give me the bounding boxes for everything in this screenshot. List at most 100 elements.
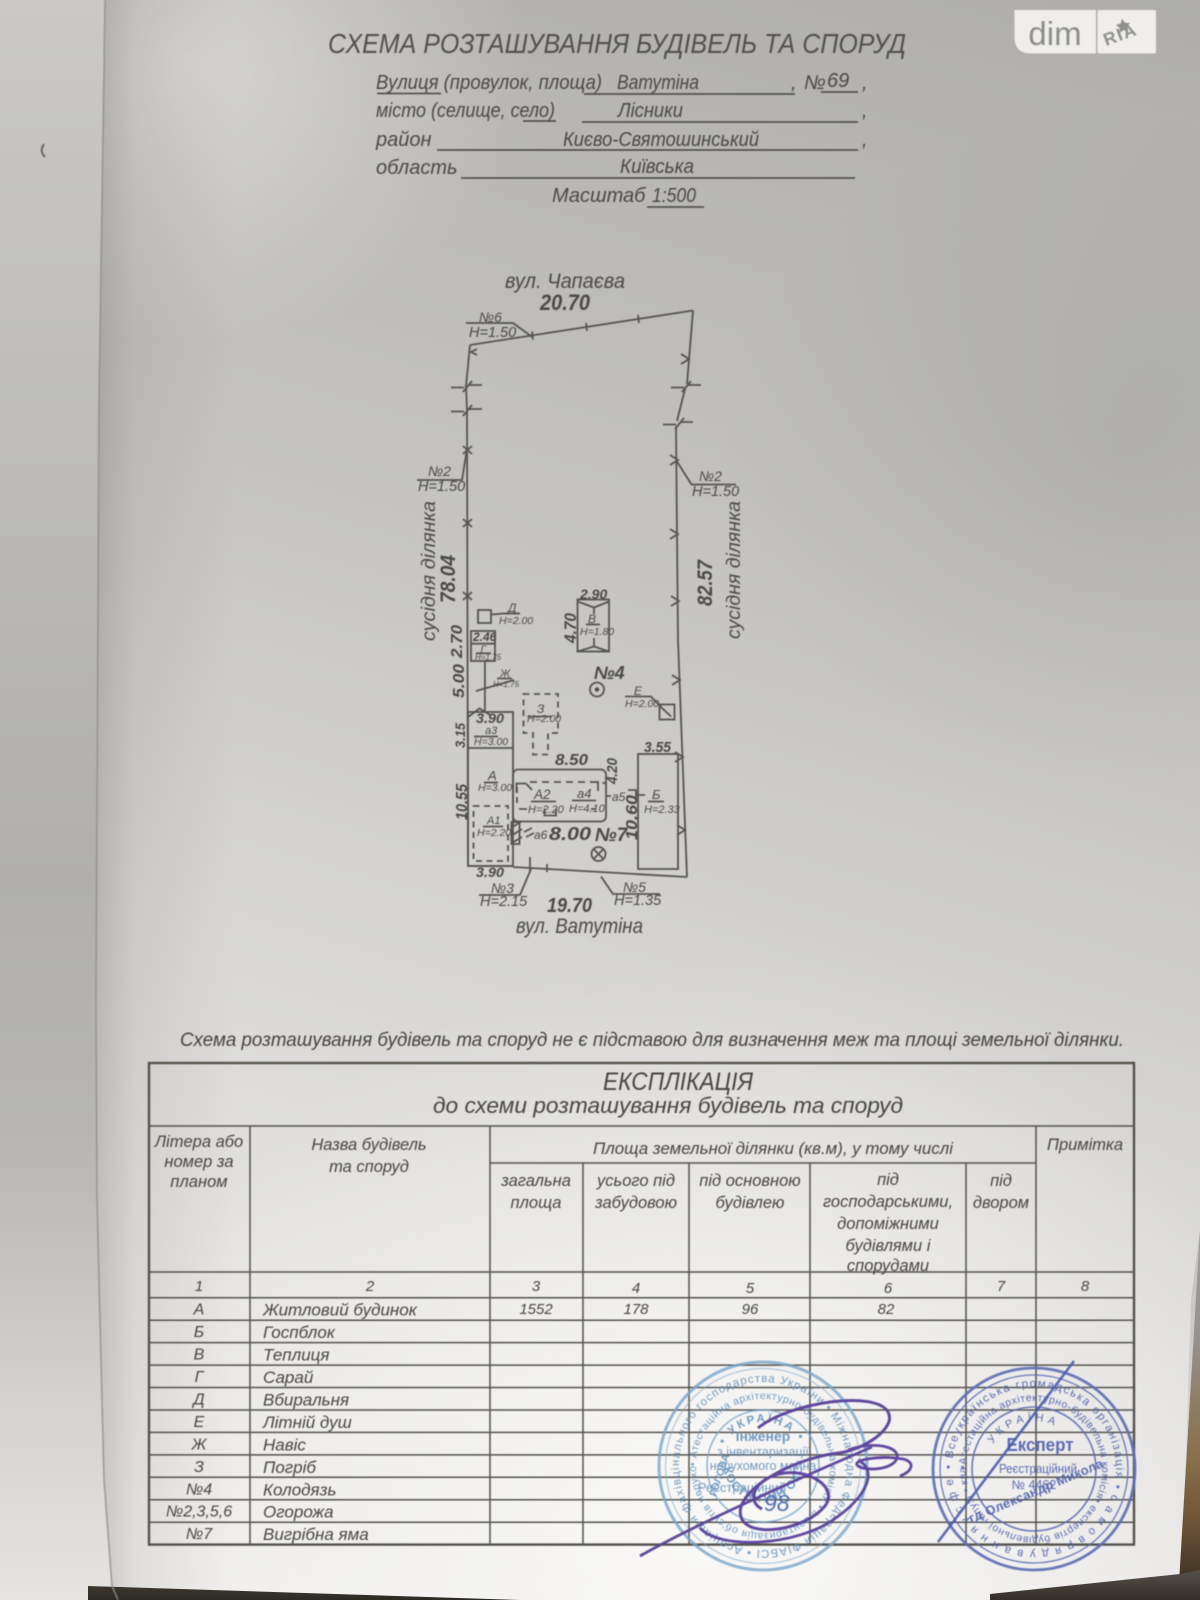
svg-text:гд Олександр Миколайович: гд Олександр Миколайович xyxy=(0,0,1106,1526)
svg-text:а5: а5 xyxy=(612,790,626,804)
svg-text:Г: Г xyxy=(481,645,488,656)
svg-text:№3: №3 xyxy=(491,880,514,896)
svg-text:№4: №4 xyxy=(594,663,625,683)
svg-text:Експерт: Експерт xyxy=(1007,1435,1074,1455)
svg-text:Н=1.50: Н=1.50 xyxy=(692,484,739,500)
svg-text:20.70: 20.70 xyxy=(539,290,591,315)
svg-text:Е: Е xyxy=(634,684,643,698)
svg-text:В: В xyxy=(194,1347,205,1364)
svg-text:№2: №2 xyxy=(699,468,722,484)
svg-text:178: 178 xyxy=(623,1301,649,1318)
svg-text:7: 7 xyxy=(997,1278,1006,1295)
svg-text:А: А xyxy=(487,768,497,783)
svg-text:Реєстраційний: Реєстраційний xyxy=(698,1480,786,1495)
svg-text:№2: №2 xyxy=(428,463,451,479)
svg-text:№2,3,5,6: №2,3,5,6 xyxy=(166,1504,232,1521)
svg-text:Вигрібна яма: Вигрібна яма xyxy=(263,1525,369,1544)
svg-text:Г: Г xyxy=(195,1369,205,1386)
svg-text:Н=1.75: Н=1.75 xyxy=(475,653,502,662)
svg-text:2.90: 2.90 xyxy=(579,586,607,602)
svg-text:Літера або: Літера або xyxy=(154,1133,243,1151)
svg-text:78.04: 78.04 xyxy=(437,555,460,603)
svg-text:2.70: 2.70 xyxy=(449,625,466,659)
svg-text:Навіс: Навіс xyxy=(263,1436,306,1455)
svg-text:район: район xyxy=(375,129,432,151)
svg-text:3: 3 xyxy=(532,1278,541,1295)
svg-text:• Всеукраїнська громадська орг: • Всеукраїнська громадська організація •… xyxy=(0,0,1124,1560)
svg-text:А: А xyxy=(193,1302,205,1319)
svg-text:2: 2 xyxy=(365,1278,375,1295)
svg-text:№7: №7 xyxy=(595,825,629,846)
svg-text:Житловий будинок: Житловий будинок xyxy=(262,1301,418,1320)
svg-text:до схеми розташування будівель: до схеми розташування будівель та споруд xyxy=(433,1093,903,1118)
svg-text:під: під xyxy=(877,1171,899,1189)
svg-text:усього під: усього під xyxy=(596,1172,675,1190)
svg-text:Н=1.50: Н=1.50 xyxy=(418,479,465,495)
svg-text:Н=2.20: Н=2.20 xyxy=(528,804,565,816)
svg-text:,: , xyxy=(791,72,797,94)
svg-text:№7: №7 xyxy=(186,1526,213,1543)
svg-text:А2: А2 xyxy=(533,787,551,802)
svg-text:загальна: загальна xyxy=(500,1172,571,1190)
svg-text:Ж: Ж xyxy=(191,1437,208,1454)
svg-text:98: 98 xyxy=(764,1490,790,1516)
svg-text:96: 96 xyxy=(742,1301,759,1318)
svg-text:8: 8 xyxy=(1081,1278,1090,1295)
svg-text:з інвентаризації: з інвентаризації xyxy=(717,1445,809,1459)
svg-text:Н=2.33: Н=2.33 xyxy=(644,804,681,816)
svg-text:Н=1.35: Н=1.35 xyxy=(614,893,662,909)
svg-text:Інженер: Інженер xyxy=(736,1428,791,1444)
svg-text:Н=2.20: Н=2.20 xyxy=(477,827,511,839)
svg-text:А1: А1 xyxy=(486,815,500,827)
svg-text:Назва будівель: Назва будівель xyxy=(311,1136,426,1154)
svg-text:5.00: 5.00 xyxy=(451,664,468,698)
svg-text:Б: Б xyxy=(652,787,661,802)
svg-text:спорудами: спорудами xyxy=(847,1257,929,1275)
svg-text:Н=2.15: Н=2.15 xyxy=(480,894,528,910)
svg-text:Ж: Ж xyxy=(499,668,511,680)
svg-text:Е: Е xyxy=(194,1414,205,1431)
svg-text:нального господарства України: нального господарства України • Міжнарод… xyxy=(0,0,855,1559)
svg-text:двором: двором xyxy=(973,1194,1029,1212)
svg-text:,: , xyxy=(862,72,868,94)
svg-text:та споруд: та споруд xyxy=(329,1158,409,1176)
svg-text:Н=3.00: Н=3.00 xyxy=(474,736,508,748)
svg-text:планом: планом xyxy=(170,1173,227,1191)
svg-text:Теплиця: Теплиця xyxy=(263,1346,329,1365)
svg-text:під основною: під основною xyxy=(699,1172,800,1190)
svg-text:4: 4 xyxy=(632,1280,640,1297)
svg-text:вул. Ватутіна: вул. Ватутіна xyxy=(516,915,643,938)
svg-text:1:500: 1:500 xyxy=(652,185,696,207)
svg-text:будівлею: будівлею xyxy=(716,1194,785,1212)
svg-text:8.50: 8.50 xyxy=(555,752,588,769)
svg-text:3.90: 3.90 xyxy=(476,864,504,880)
svg-text:Києво-Святошинський: Києво-Святошинський xyxy=(563,129,759,151)
svg-text:№6: №6 xyxy=(479,309,502,325)
svg-text:Н=2.00: Н=2.00 xyxy=(527,713,561,725)
svg-text:а3: а3 xyxy=(485,725,498,737)
svg-text:dim: dim xyxy=(1028,15,1081,52)
svg-text:Вбиральня: Вбиральня xyxy=(263,1391,349,1410)
svg-text:2.46: 2.46 xyxy=(472,630,497,644)
svg-text:СХЕМА РОЗТАШУВАННЯ БУДІВЕЛЬ ТА: СХЕМА РОЗТАШУВАННЯ БУДІВЕЛЬ ТА СПОРУД xyxy=(328,28,906,59)
svg-text:а4: а4 xyxy=(577,786,591,801)
svg-text:З: З xyxy=(537,702,545,716)
svg-text:Примітка: Примітка xyxy=(1047,1136,1123,1154)
svg-text:,: , xyxy=(862,100,868,122)
svg-text:господарськими,: господарськими, xyxy=(823,1193,953,1211)
svg-text:Огорожа: Огорожа xyxy=(263,1503,334,1522)
svg-text:10.60: 10.60 xyxy=(624,795,641,840)
svg-text:З: З xyxy=(194,1459,204,1476)
svg-text:Колодязь: Колодязь xyxy=(263,1481,336,1500)
svg-text:Лісники: Лісники xyxy=(616,100,683,122)
svg-text:• Атестаційна архітектурно-бу: • Атестаційна архітектурно-будівельна ко… xyxy=(0,0,839,1542)
svg-text:Масштаб: Масштаб xyxy=(552,185,646,207)
svg-text:Погріб: Погріб xyxy=(263,1458,317,1477)
svg-text:3.90: 3.90 xyxy=(476,710,504,726)
svg-text:Сарай: Сарай xyxy=(263,1368,314,1387)
svg-text:Літній душ: Літній душ xyxy=(262,1413,352,1432)
svg-text:Н=1.80: Н=1.80 xyxy=(580,626,614,638)
svg-text:3.15: 3.15 xyxy=(452,723,468,748)
svg-text:Ватутіна: Ватутіна xyxy=(617,72,699,94)
svg-text:номер за: номер за xyxy=(164,1153,233,1171)
